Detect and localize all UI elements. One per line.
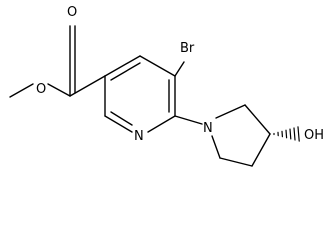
bond-ring-c6-n (147, 115, 176, 133)
bond-ring-n-c2 (104, 115, 133, 133)
bond-methyl-oxygen (9, 83, 34, 98)
bond-ring-pyrrolidine-n (174, 115, 203, 125)
bond-ester-oxygen-carbon (47, 83, 71, 97)
atom-label-hydroxyl: OH (304, 128, 324, 143)
atom-label-pyrrolidine-nitrogen: N (203, 121, 213, 136)
atom-label-carbonyl-oxygen: O (67, 5, 77, 20)
bond-ring-c4-c5 (139, 55, 176, 77)
stereo-hash-bond (273, 126, 300, 142)
bond-pyrrolidine-n-c2 (215, 104, 246, 119)
molecule-canvas: O O Br N N OH (9, 5, 325, 167)
atom-label-pyridine-nitrogen: N (134, 129, 144, 144)
bond-ring-bromine (174, 61, 185, 77)
bond-pyrrolidine-c5-n (211, 135, 221, 159)
bond-carboxyl-ring (69, 75, 106, 97)
bond-ring-c3-c4-inner (110, 62, 141, 81)
bond-ring-n-c2-inner (110, 111, 133, 126)
bond-pyrrolidine-c2-c3 (244, 104, 271, 135)
structure-drawing: O O Br N N OH (9, 5, 324, 167)
bond-pyrrolidine-c4-c5 (219, 157, 253, 167)
atom-label-bromine: Br (180, 41, 195, 56)
bond-ring-c3-c4 (104, 55, 141, 77)
atom-label-ester-oxygen: O (36, 82, 46, 97)
bond-pyrrolidine-c3-c4 (251, 133, 271, 167)
